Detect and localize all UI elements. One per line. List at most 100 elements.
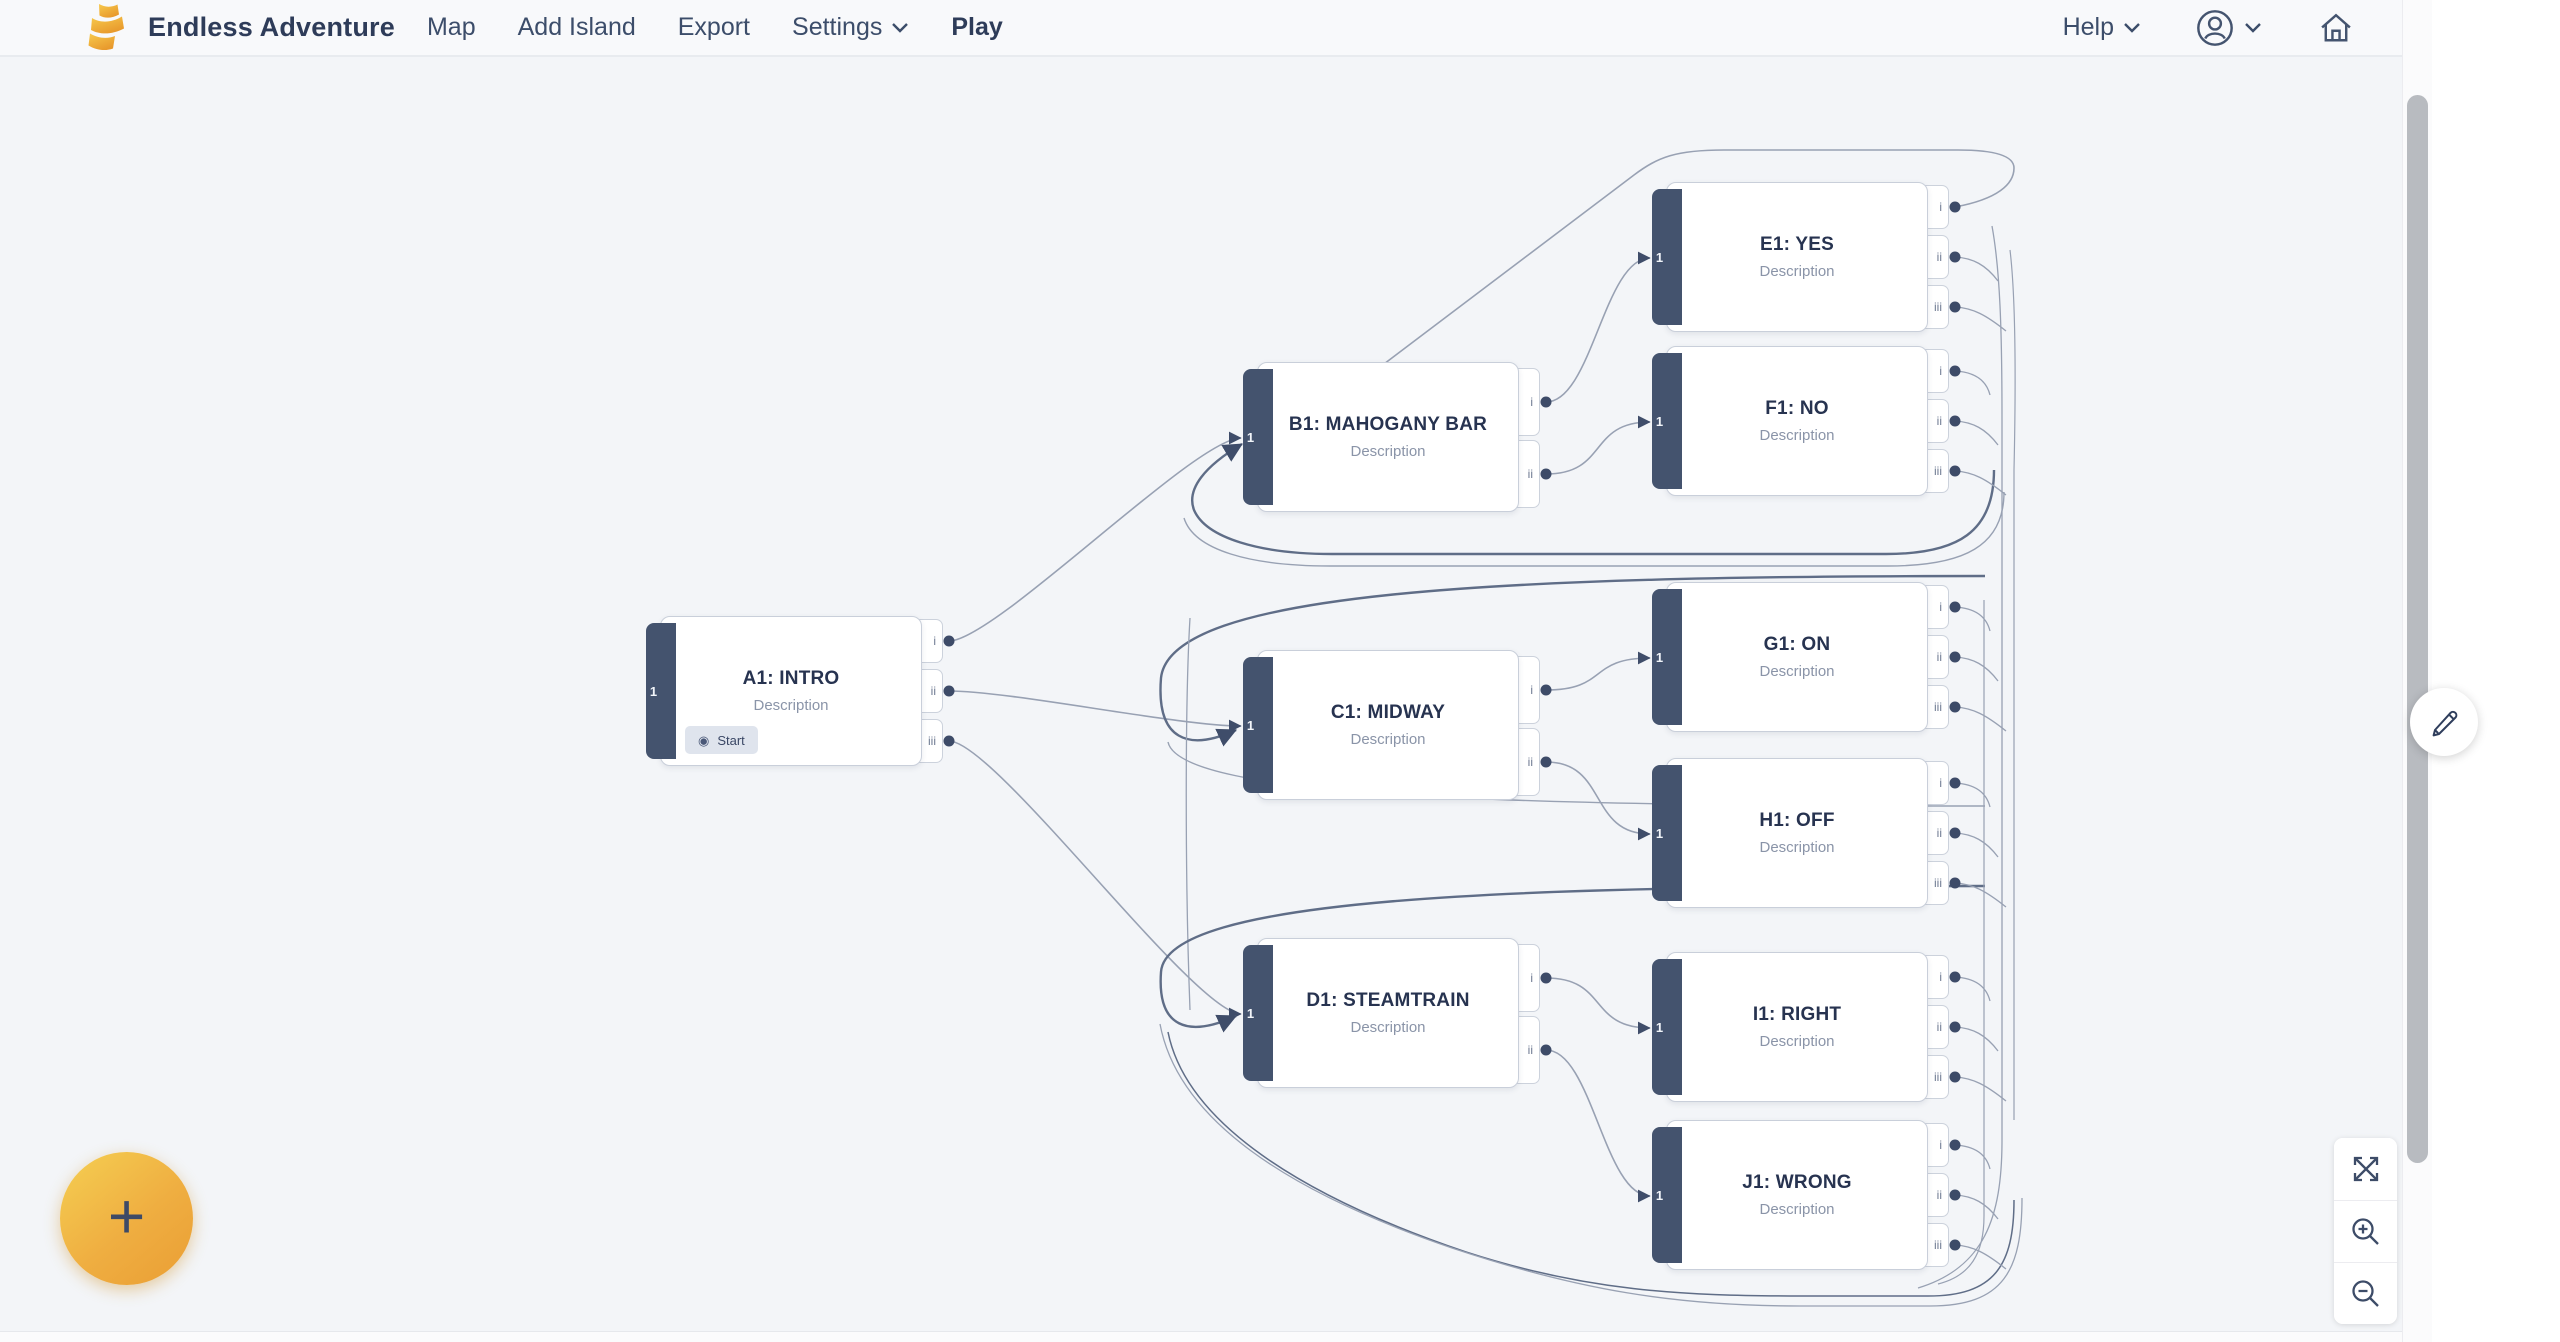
- island-input-tab[interactable]: 1: [1652, 189, 1682, 325]
- nav-item-export[interactable]: Export: [678, 13, 750, 42]
- island-card: E1: YES Description: [1666, 182, 1928, 332]
- island-input-tab[interactable]: 1: [1243, 945, 1273, 1081]
- input-number: 1: [1655, 1187, 1664, 1203]
- help-menu[interactable]: Help: [2063, 13, 2141, 42]
- output-label: i: [1530, 683, 1533, 697]
- island-description: Description: [1350, 443, 1426, 460]
- output-label: iii: [1934, 1070, 1942, 1084]
- zoom-panel: [2334, 1138, 2397, 1324]
- add-island-fab[interactable]: +: [60, 1152, 193, 1285]
- zoom-out-icon: [2351, 1279, 2379, 1307]
- output-label: iii: [1934, 700, 1942, 714]
- output-label: ii: [1527, 755, 1533, 769]
- island-description: Description: [1759, 1033, 1835, 1050]
- output-label: ii: [1527, 1043, 1533, 1057]
- input-number: 1: [1246, 717, 1255, 733]
- nav-item-map[interactable]: Map: [427, 13, 476, 42]
- island-description: Description: [1759, 427, 1835, 444]
- output-label: ii: [1936, 414, 1942, 428]
- scrollbar-thumb[interactable]: [2407, 95, 2428, 1163]
- input-number: 1: [1246, 1005, 1255, 1021]
- app-title: Endless Adventure: [148, 12, 395, 42]
- account-menu[interactable]: [2195, 8, 2262, 48]
- output-label: iii: [1934, 1238, 1942, 1252]
- island-description: Description: [753, 697, 829, 714]
- island-input-tab[interactable]: 1: [1652, 765, 1682, 901]
- island-card: I1: RIGHT Description: [1666, 952, 1928, 1102]
- island-card: C1: MIDWAY Description: [1257, 650, 1519, 800]
- nav-item-play[interactable]: Play: [951, 13, 1002, 42]
- help-label: Help: [2062, 13, 2114, 41]
- header-right: Help: [2063, 8, 2402, 48]
- chevron-down-icon: [892, 23, 909, 33]
- island-title: I1: RIGHT: [1752, 1004, 1842, 1025]
- start-radio-icon: ◉: [698, 732, 710, 748]
- island-input-tab[interactable]: 1: [1652, 959, 1682, 1095]
- home-icon[interactable]: [2316, 8, 2356, 48]
- output-label: i: [1939, 200, 1942, 214]
- pencil-icon: [2432, 710, 2458, 737]
- scrollbar-track[interactable]: [2402, 0, 2432, 1342]
- nav-item-settings[interactable]: Settings: [792, 13, 909, 42]
- island-description: Description: [1759, 663, 1835, 680]
- island-input-tab[interactable]: 1: [1652, 589, 1682, 725]
- nav-item-label: Add Island: [517, 13, 636, 41]
- chevron-down-icon: [2245, 23, 2261, 33]
- island-input-tab[interactable]: 1: [1243, 369, 1273, 505]
- account-icon: [2197, 9, 2233, 46]
- island-input-tab[interactable]: 1: [1243, 657, 1273, 793]
- nav-item-label: Map: [426, 13, 476, 41]
- output-label: iii: [928, 734, 936, 748]
- island-title: C1: MIDWAY: [1330, 702, 1446, 723]
- start-badge-label: Start: [717, 732, 745, 748]
- input-number: 1: [1655, 413, 1664, 429]
- nav-item-add-island[interactable]: Add Island: [518, 13, 636, 42]
- output-label: i: [933, 634, 936, 648]
- zoom-in-icon: [2351, 1217, 2379, 1245]
- nav-item-label: Play: [951, 13, 1003, 41]
- island-title: J1: WRONG: [1742, 1172, 1852, 1193]
- output-label: i: [1939, 364, 1942, 378]
- island-card: B1: MAHOGANY BAR Description: [1257, 362, 1519, 512]
- fit-view-button[interactable]: [2334, 1138, 2397, 1200]
- output-label: i: [1530, 395, 1533, 409]
- header: Endless Adventure Map Add Island Export …: [0, 0, 2402, 57]
- island-input-tab[interactable]: 1: [1652, 353, 1682, 489]
- island-description: Description: [1350, 731, 1426, 748]
- output-label: ii: [1936, 826, 1942, 840]
- zoom-in-button[interactable]: [2334, 1200, 2397, 1262]
- island-card: J1: WRONG Description: [1666, 1120, 1928, 1270]
- output-label: ii: [1936, 1188, 1942, 1202]
- zoom-out-button[interactable]: [2334, 1262, 2397, 1324]
- island-title: G1: ON: [1763, 634, 1831, 655]
- output-label: ii: [930, 684, 936, 698]
- output-label: i: [1939, 776, 1942, 790]
- island-input-tab[interactable]: 1: [1652, 1127, 1682, 1263]
- island-input-tab[interactable]: 1: [646, 623, 676, 759]
- output-label: i: [1939, 600, 1942, 614]
- island-card: D1: STEAMTRAIN Description: [1257, 938, 1519, 1088]
- output-label: ii: [1936, 650, 1942, 664]
- plus-icon: +: [107, 1179, 146, 1252]
- main-nav: Map Add Island Export Settings Play: [427, 13, 1003, 42]
- island-description: Description: [1759, 839, 1835, 856]
- start-badge: ◉ Start: [685, 726, 758, 754]
- input-number: 1: [1246, 429, 1255, 445]
- island-card: G1: ON Description: [1666, 582, 1928, 732]
- island-title: A1: INTRO: [742, 668, 840, 689]
- nav-item-label: Settings: [792, 13, 883, 41]
- edit-button[interactable]: [2410, 688, 2478, 756]
- output-label: ii: [1527, 467, 1533, 481]
- output-label: ii: [1936, 250, 1942, 264]
- output-label: i: [1939, 970, 1942, 984]
